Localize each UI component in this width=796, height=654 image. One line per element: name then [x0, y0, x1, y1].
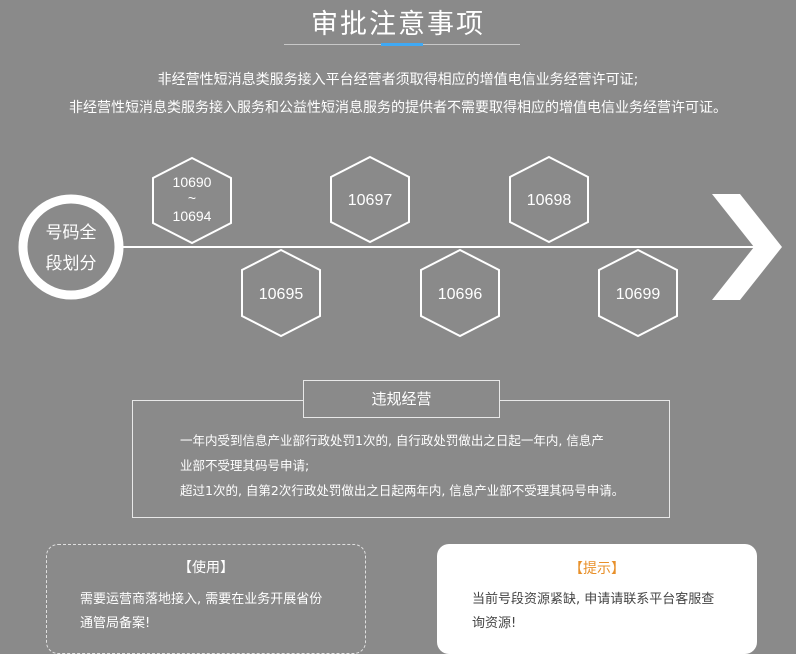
hex-label: 10697 — [348, 192, 393, 209]
title-accent-bar — [381, 43, 423, 46]
hexagon-top-1: 10690 ~ 10694 — [152, 156, 232, 245]
hex-label: 10696 — [438, 286, 483, 303]
usage-text: 需要运营商落地接入, 需要在业务开展省份 通管局备案! — [80, 588, 342, 636]
hex-label: 10695 — [259, 286, 304, 303]
tip-text: 当前号段资源紧缺, 申请请联系平台客服查 询资源! — [472, 588, 736, 636]
page-title: 审批注意事项 — [311, 9, 485, 40]
hexagon-top-3: 10698 — [509, 155, 589, 244]
hex-label: 10694 — [173, 208, 212, 224]
intro-line-2: 非经营性短消息类服务接入服务和公益性短消息服务的提供者不需要取得相应的增值电信业… — [69, 100, 727, 116]
tip-line-2: 询资源! — [472, 616, 517, 631]
usage-line-2: 通管局备案! — [80, 616, 151, 631]
usage-title: 【使用】 — [178, 560, 234, 576]
tip-title: 【提示】 — [569, 561, 625, 577]
tip-line-1: 当前号段资源紧缺, 申请请联系平台客服查 — [472, 592, 715, 607]
circle-label-line2: 段划分 — [46, 254, 97, 274]
hexagon-bottom-2: 10696 — [420, 248, 500, 338]
hexagon-bottom-3: 10699 — [598, 248, 678, 338]
hex-label: 10690 — [173, 174, 212, 190]
hex-label: 10699 — [616, 286, 661, 303]
tip-panel — [437, 544, 757, 654]
violation-title: 违规经营 — [303, 380, 500, 418]
hex-label: 10698 — [527, 192, 572, 209]
arrow-head-icon — [712, 194, 782, 300]
hexagon-top-2: 10697 — [330, 155, 410, 244]
violation-line-2: 业部不受理其码号申请; — [180, 458, 310, 473]
intro-line-1: 非经营性短消息类服务接入平台经营者须取得相应的增值电信业务经营许可证; — [157, 72, 639, 88]
number-segment-diagram: 号码全 段划分 10690 ~ 10694 10697 10698 10695 … — [18, 155, 782, 338]
violation-line-1: 一年内受到信息产业部行政处罚1次的, 自行政处罚做出之日起一年内, 信息产 — [180, 433, 604, 448]
usage-line-1: 需要运营商落地接入, 需要在业务开展省份 — [80, 592, 323, 607]
segment-circle — [18, 194, 124, 300]
hex-label: ~ — [188, 190, 196, 206]
circle-label-line1: 号码全 — [46, 223, 97, 243]
hexagon-bottom-1: 10695 — [241, 248, 321, 338]
violation-line-3: 超过1次的, 自第2次行政处罚做出之日起两年内, 信息产业部不受理其码号申请。 — [180, 483, 625, 498]
